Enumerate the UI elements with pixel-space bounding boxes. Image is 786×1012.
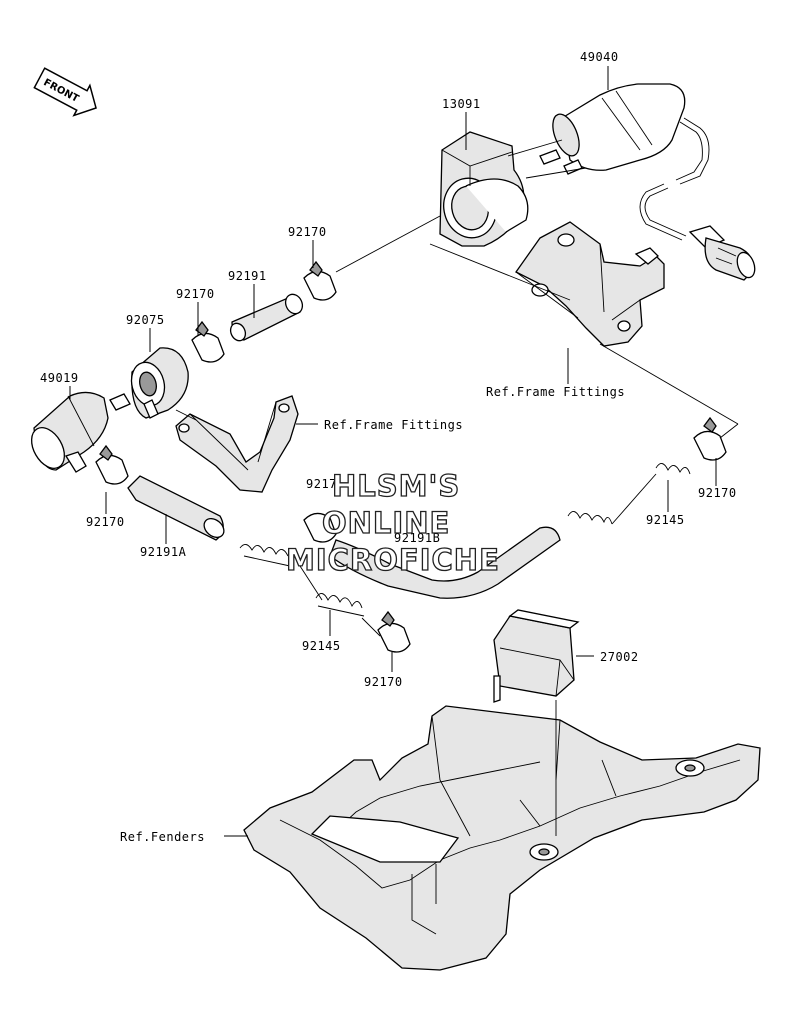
label-92075: 92075: [126, 313, 165, 327]
label-92170-b: 92170: [176, 287, 215, 301]
label-92191: 92191: [228, 269, 267, 283]
part-labels: 49040 13091 92170 92191 92170 92075 4901…: [40, 50, 737, 844]
label-9217-center: 9217: [306, 477, 337, 491]
label-92170-left: 92170: [86, 515, 125, 529]
label-92170-bottom: 92170: [364, 675, 403, 689]
hose-92191A: [127, 475, 225, 541]
damper-92075: [130, 347, 189, 419]
label-13091: 13091: [442, 97, 481, 111]
label-92145-right: 92145: [646, 513, 685, 527]
label-92145-left: 92145: [302, 639, 341, 653]
clamp-92170-top: [303, 260, 337, 301]
clamp-92170-center: [303, 512, 337, 543]
watermark-line3: MICROFICHE: [286, 543, 500, 577]
label-49019: 49019: [40, 371, 79, 385]
pump-holder: [439, 131, 529, 247]
watermark: HLSM'S ONLINE MICROFICHE: [285, 468, 500, 577]
front-arrow-icon: FRONT: [33, 67, 97, 117]
spring-92145-right: [567, 463, 691, 525]
label-92191B: 92191B: [394, 531, 440, 545]
rear-fender-tray: [243, 705, 761, 971]
hose-92191B: [329, 526, 561, 599]
clamp-92170-b: [191, 320, 225, 363]
clamp-92170-bottom: [377, 610, 411, 653]
relay-27002: [493, 609, 580, 703]
fuel-pump: [539, 83, 756, 281]
leader-lines: [69, 66, 739, 837]
spring-92145-left: [239, 544, 365, 617]
label-49040: 49040: [580, 50, 619, 64]
label-ref-frame-top: Ref.Frame Fittings: [486, 385, 625, 399]
label-27002: 27002: [600, 650, 639, 664]
label-ref-fenders: Ref.Fenders: [120, 830, 205, 844]
watermark-line2: ONLINE: [322, 506, 450, 540]
label-92170-top: 92170: [288, 225, 327, 239]
clamp-92170-right: [693, 416, 727, 461]
fuel-filter: [30, 391, 131, 473]
hose-92191: [229, 293, 304, 342]
label-92191A: 92191A: [140, 545, 187, 559]
watermark-line1: HLSM'S: [332, 469, 460, 503]
label-92170-right: 92170: [698, 486, 737, 500]
label-ref-frame-mid: Ref.Frame Fittings: [324, 418, 463, 432]
pump-bracket: [515, 221, 665, 347]
clamp-92170-left: [95, 444, 129, 485]
filter-bracket: [175, 395, 299, 493]
